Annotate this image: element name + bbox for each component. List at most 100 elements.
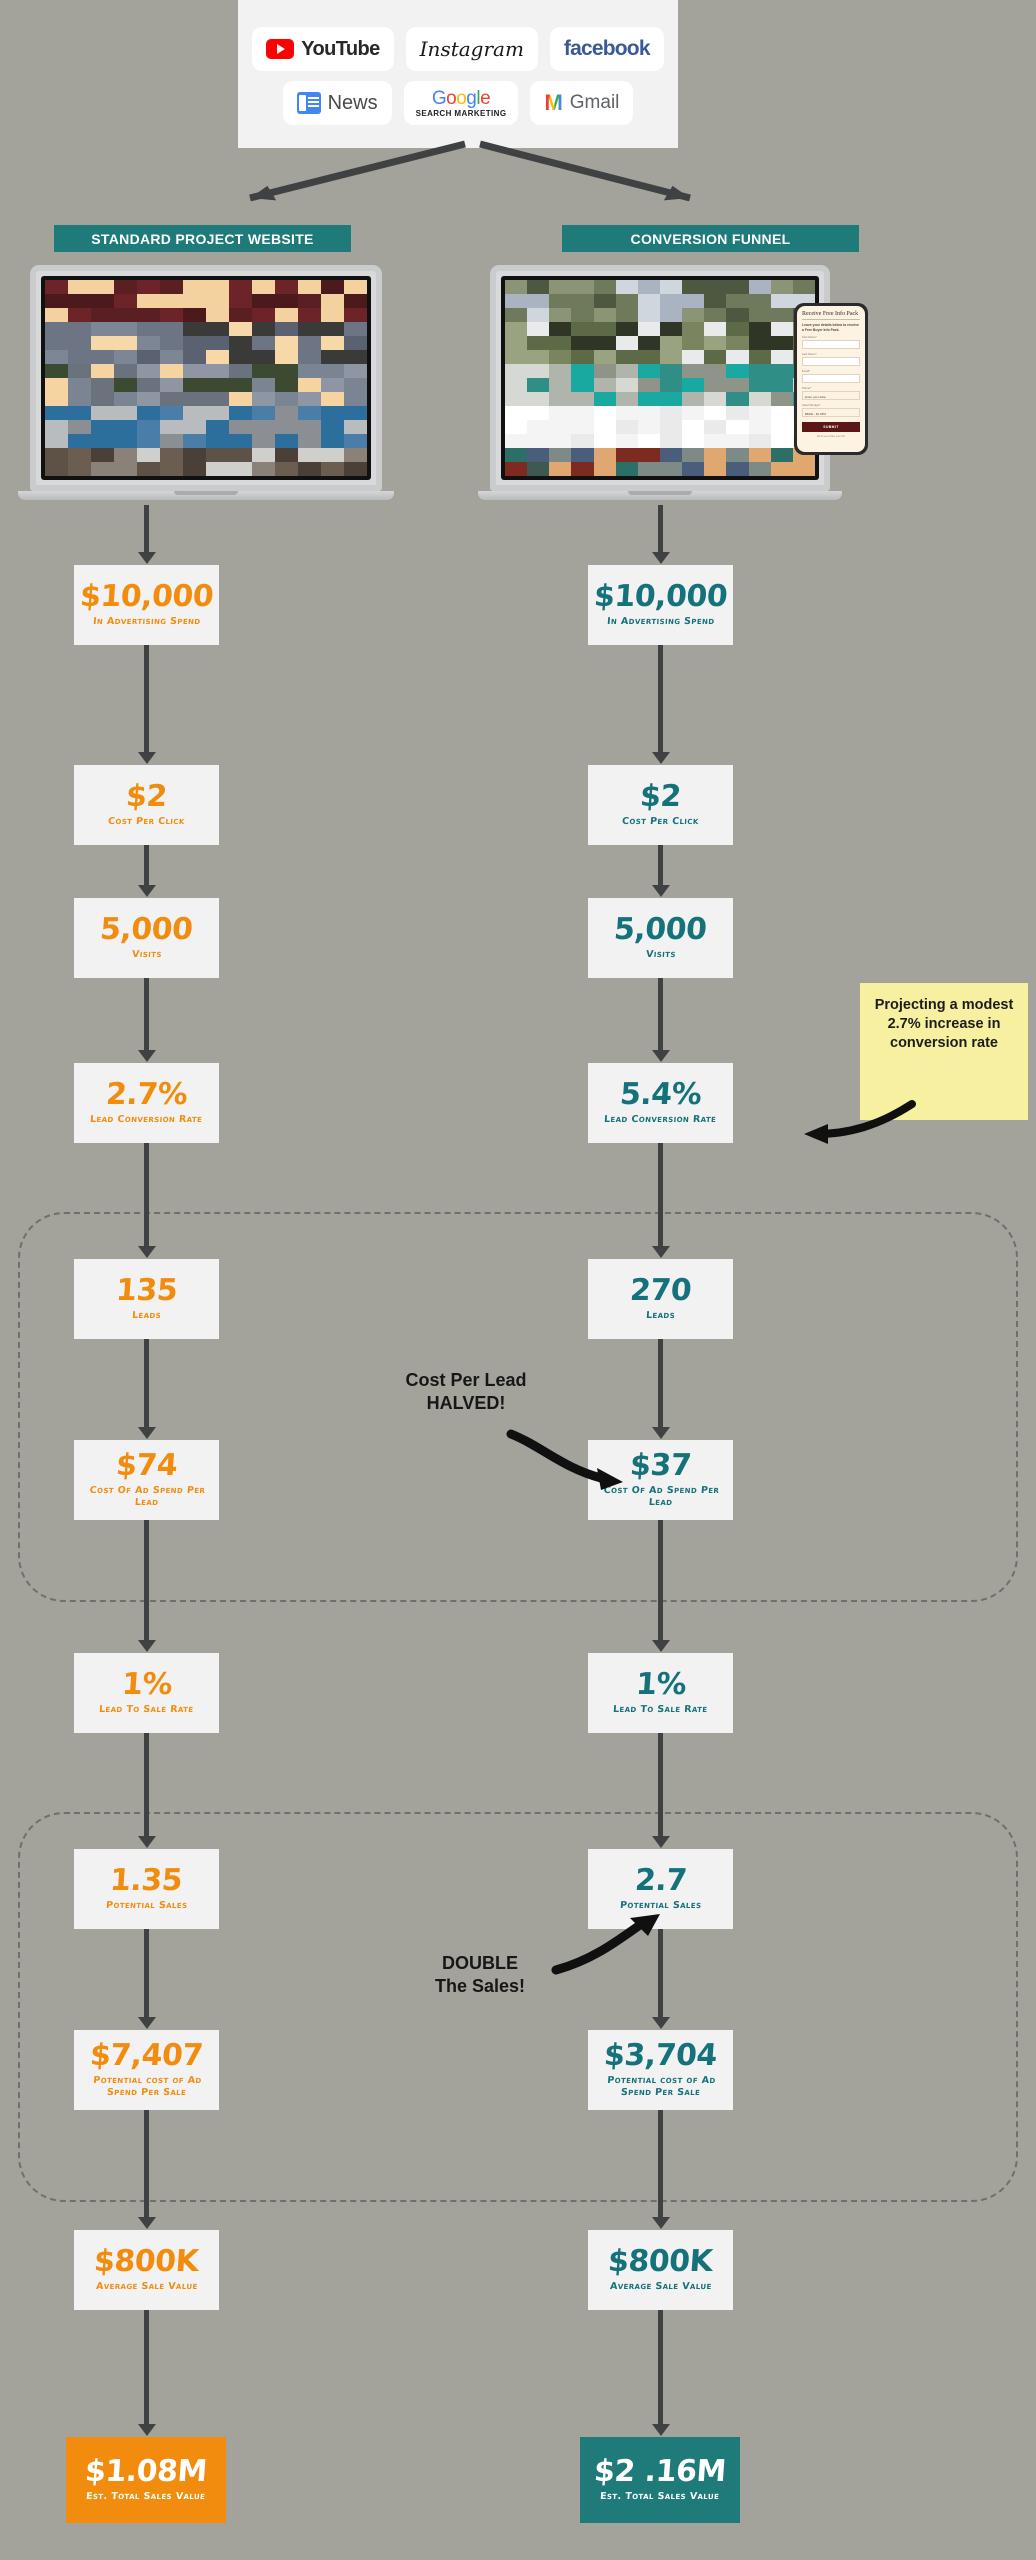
gmail-label: Gmail <box>569 92 620 113</box>
metric-label: In Advertising Spend <box>92 616 201 628</box>
metric-value: 1.35 <box>109 1863 184 1899</box>
flow-arrow-right-10 <box>658 2310 663 2425</box>
metric-label: Est. Total Sales Value <box>86 2491 206 2503</box>
metric-value: 135 <box>114 1273 179 1309</box>
metric-label: Visits <box>131 949 162 961</box>
email-input[interactable] <box>802 374 860 384</box>
pixelated-website-preview-right <box>505 280 815 476</box>
callout-cpl-line2: HALVED! <box>426 1392 506 1413</box>
flow-arrow-left-3 <box>144 978 149 1051</box>
laptop-lid-left <box>30 265 382 491</box>
flow-arrow-right-8 <box>658 1929 663 2018</box>
callout-double-line2: The Sales! <box>434 1975 526 1996</box>
metric-value: $800K <box>93 2244 200 2280</box>
logo-chip-facebook: facebook <box>549 27 664 71</box>
flow-arrow-right-2 <box>658 845 663 886</box>
laptop-mockup-standard-website <box>18 265 394 500</box>
group-ring-sales <box>18 1812 1018 2202</box>
logo-chip-gmail: M Gmail <box>530 81 634 125</box>
flow-arrow-right-4 <box>658 1143 663 1247</box>
metric-label: Visits <box>645 949 676 961</box>
metric-value: 5,000 <box>99 912 194 948</box>
group-ring-cost-per-lead <box>18 1212 1018 1602</box>
logo-chip-google-search-marketing: Google SEARCH MARKETING <box>403 81 519 125</box>
split-arrows <box>249 140 691 202</box>
field-label-last-name: Last Name* <box>802 352 817 357</box>
laptop-base-right <box>478 491 842 500</box>
phone-screen: Receive Free Info Pack Leave your detail… <box>797 306 865 452</box>
flow-arrow-right-9 <box>658 2110 663 2218</box>
metric-value: 270 <box>628 1273 693 1309</box>
metric-label: Average Sale Value <box>609 2281 712 2293</box>
ad-platform-logo-panel: YouTube Instagram facebook News Google S… <box>238 0 678 148</box>
instagram-label: Instagram <box>419 37 524 61</box>
flow-arrow-right-6 <box>658 1520 663 1641</box>
flow-arrow-left-9 <box>144 2110 149 2218</box>
metric-label: Average Sale Value <box>95 2281 198 2293</box>
field-label-email: Email* <box>802 369 811 374</box>
metric-value: 2.7 <box>633 1863 688 1899</box>
flow-arrow-left-8 <box>144 1929 149 2018</box>
metric-label: Potential Sales <box>105 1900 188 1912</box>
callout-double-line1: DOUBLE <box>442 1953 518 1973</box>
metric-value: $2 <box>638 779 683 815</box>
flow-arrow-right-5 <box>658 1339 663 1428</box>
metric-value: 1% <box>120 1667 173 1703</box>
facebook-label: facebook <box>563 37 651 60</box>
logo-row-1: YouTube Instagram facebook <box>252 27 664 71</box>
metric-box-right-lead-conversion-rate: 5.4%Lead Conversion Rate <box>588 1063 733 1143</box>
metric-value: $10,000 <box>592 579 729 615</box>
metric-label: Cost Of Ad Spend Per Lead <box>88 1485 206 1508</box>
flow-arrow-left-4 <box>144 1143 149 1247</box>
logo-chip-youtube: YouTube <box>252 27 394 71</box>
field-label-first-name: First Name* <box>802 335 817 340</box>
metric-value: 1% <box>634 1667 687 1703</box>
metric-value: $7,407 <box>88 2038 205 2074</box>
metric-value: $800K <box>607 2244 714 2280</box>
last-name-input[interactable] <box>802 357 860 367</box>
flow-arrow-left-7 <box>144 1733 149 1837</box>
metric-value: $2 <box>124 779 169 815</box>
pixelated-website-preview-left <box>45 280 367 476</box>
flow-arrow-left-1 <box>144 645 149 753</box>
column-header-standard-project-website: STANDARD PROJECT WEBSITE <box>54 225 351 252</box>
submit-button[interactable]: SUBMIT <box>802 422 860 433</box>
metric-label: Cost Per Click <box>107 816 186 828</box>
metric-label: Lead To Sale Rate <box>98 1704 195 1716</box>
metric-label: Potential cost of Ad Spend Per Sale <box>606 2075 716 2098</box>
laptop-mockup-conversion-funnel: Receive Free Info Pack Leave your detail… <box>478 265 868 500</box>
metric-label: Lead Conversion Rate <box>90 1114 204 1126</box>
sticky-note-arrow <box>804 1100 916 1144</box>
flow-arrow-left-5 <box>144 1339 149 1428</box>
metric-label: Potential Sales <box>619 1900 702 1912</box>
metric-box-left-lead-conversion-rate: 2.7%Lead Conversion Rate <box>74 1063 219 1143</box>
google-search-marketing-sublabel: SEARCH MARKETING <box>415 108 507 118</box>
select-budget-dropdown[interactable]: $800k - $1.25M <box>802 408 860 418</box>
metric-value: 2.7% <box>104 1077 189 1113</box>
laptop-screen-left <box>41 276 371 480</box>
phone-input[interactable]: Enter your data <box>802 391 860 401</box>
logo-chip-google-news: News <box>282 81 392 125</box>
metric-value: 5,000 <box>613 912 708 948</box>
first-name-input[interactable] <box>802 340 860 350</box>
callout-double-arrow <box>551 1914 660 1975</box>
google-news-label: News <box>327 91 378 114</box>
youtube-label: YouTube <box>301 37 380 60</box>
metric-label: Est. Total Sales Value <box>600 2491 720 2503</box>
metric-label: Lead To Sale Rate <box>612 1704 709 1716</box>
metric-value: $2 .16M <box>592 2454 728 2490</box>
flow-arrow-left-2 <box>144 845 149 886</box>
